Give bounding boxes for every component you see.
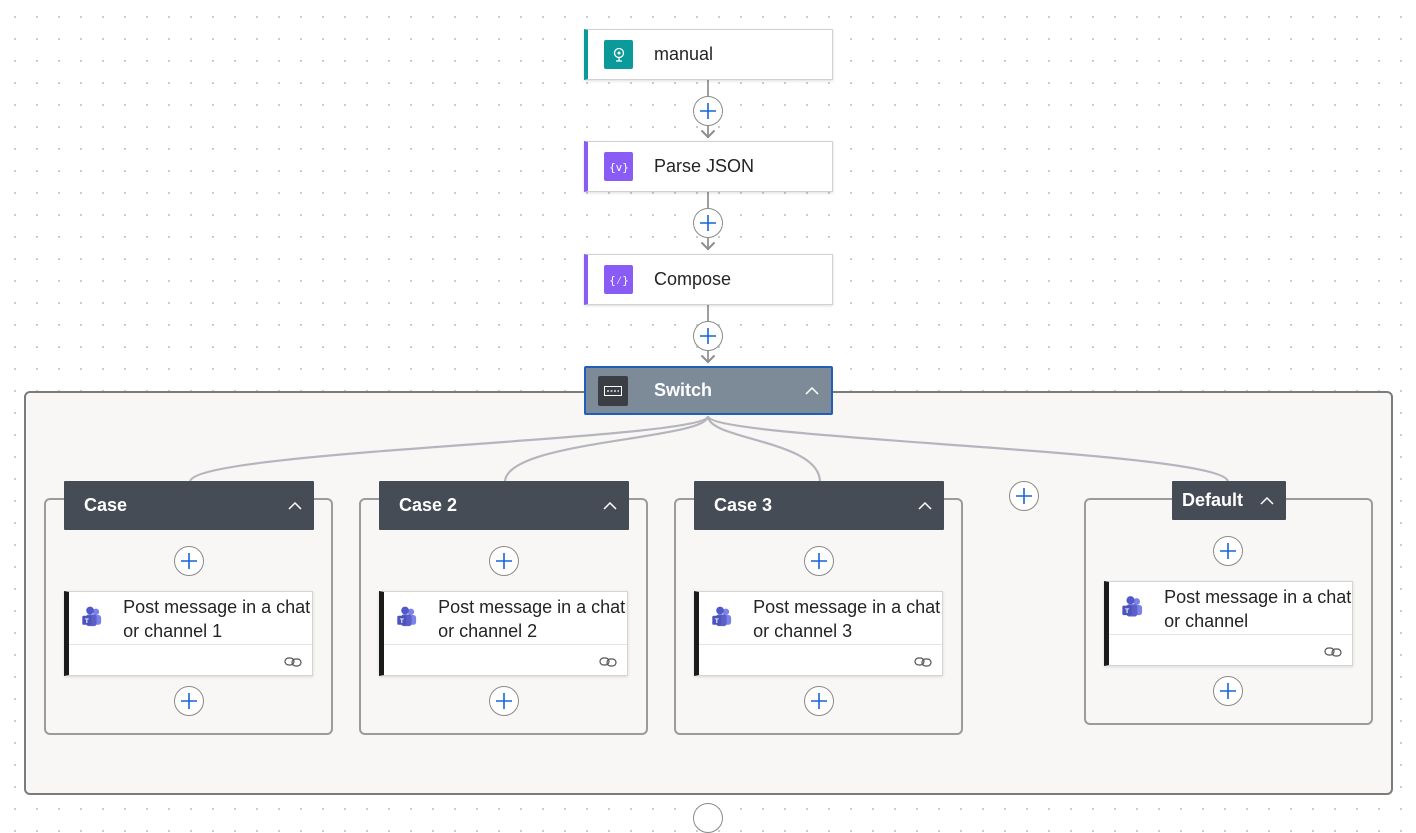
case-header[interactable]: Case [64, 481, 314, 530]
case-header[interactable]: Case 2 [379, 481, 629, 530]
plus-icon [811, 693, 827, 709]
add-step-button[interactable] [1213, 536, 1243, 566]
add-step-button[interactable] [693, 96, 723, 126]
link-icon [914, 657, 932, 667]
default-case-header[interactable]: Default [1172, 481, 1286, 520]
teams-icon: T [82, 606, 102, 627]
add-step-button[interactable] [174, 546, 204, 576]
post-message-action-card[interactable]: T Post message in a chat or channel 1 [64, 591, 313, 676]
add-step-button[interactable] [1213, 676, 1243, 706]
action-title: Post message in a chat or channel 2 [438, 597, 626, 641]
switch-title: Switch [654, 380, 713, 400]
case-header[interactable]: Case 3 [694, 481, 944, 530]
collapse-chevron-icon[interactable] [1254, 488, 1280, 514]
teams-icon: T [1122, 596, 1143, 617]
trigger-title: manual [654, 44, 714, 64]
compose-braces-icon: {⁄} [604, 265, 633, 294]
add-step-button[interactable] [693, 321, 723, 351]
action-title: Post message in a chat or channel 3 [753, 597, 941, 641]
plus-icon [1220, 543, 1236, 559]
touch-trigger-icon [604, 40, 633, 69]
default-case-label: Default [1182, 490, 1244, 510]
plus-icon [496, 553, 512, 569]
case-label: Case [84, 495, 128, 515]
plus-icon [1220, 683, 1236, 699]
compose-title: Compose [654, 269, 732, 289]
collapse-chevron-icon[interactable] [912, 493, 938, 519]
add-step-button[interactable] [174, 686, 204, 716]
collapse-chevron-icon[interactable] [282, 493, 308, 519]
teams-icon: T [712, 606, 732, 627]
svg-text:T: T [85, 618, 89, 625]
svg-text:{v}: {v} [610, 161, 628, 174]
svg-text:{⁄}: {⁄} [610, 274, 628, 287]
svg-text:T: T [715, 618, 719, 625]
add-step-button[interactable] [489, 546, 519, 576]
add-step-button[interactable] [489, 686, 519, 716]
collapse-chevron-icon[interactable] [799, 378, 825, 404]
add-step-button[interactable] [804, 546, 834, 576]
link-icon [599, 657, 617, 667]
json-braces-icon: {v} [604, 152, 633, 181]
compose-card[interactable]: {⁄} Compose [584, 254, 833, 305]
action-title: Post message in a chat or channel 1 [123, 597, 311, 641]
action-title: Post message in a chat or channel [1164, 587, 1352, 631]
teams-icon: T [397, 606, 417, 627]
parse-json-card[interactable]: {v} Parse JSON [584, 141, 833, 192]
plus-icon [181, 693, 197, 709]
add-step-button[interactable] [804, 686, 834, 716]
link-icon [1324, 647, 1342, 657]
plus-icon [700, 215, 716, 231]
plus-icon [700, 103, 716, 119]
plus-icon [811, 553, 827, 569]
svg-text:T: T [1125, 608, 1130, 615]
plus-icon [700, 328, 716, 344]
parse-json-title: Parse JSON [654, 156, 755, 176]
svg-text:T: T [400, 618, 404, 625]
plus-icon [1016, 488, 1032, 504]
switch-icon [598, 375, 628, 406]
add-case-button[interactable] [1009, 481, 1039, 511]
switch-card[interactable]: Switch [584, 366, 833, 415]
post-message-action-card[interactable]: T Post message in a chat or channel [1104, 581, 1353, 666]
case-label: Case 3 [714, 495, 773, 515]
post-message-action-card[interactable]: T Post message in a chat or channel 2 [379, 591, 628, 676]
case-label: Case 2 [399, 495, 458, 515]
link-icon [284, 657, 302, 667]
plus-icon [181, 553, 197, 569]
trigger-manual-card[interactable]: manual [584, 29, 833, 80]
add-step-button[interactable] [693, 208, 723, 238]
plus-icon [496, 693, 512, 709]
post-message-action-card[interactable]: T Post message in a chat or channel 3 [694, 591, 943, 676]
collapse-chevron-icon[interactable] [597, 493, 623, 519]
flow-canvas: manual {v} Parse JSON {⁄} Compose Switch [24, 29, 1393, 833]
